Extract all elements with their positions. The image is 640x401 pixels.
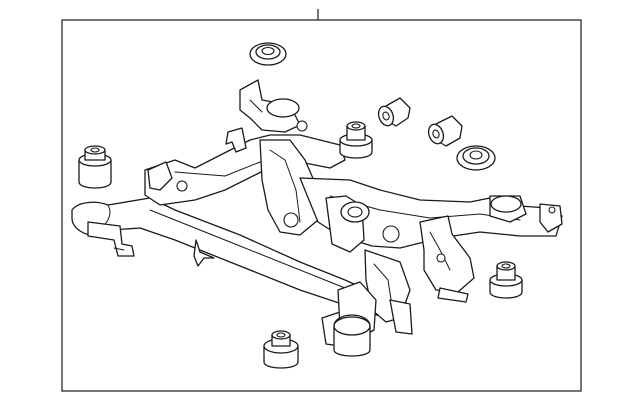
upper-mount-cushion: [249, 42, 287, 66]
upper-mount-cushion: [456, 145, 496, 171]
bushing: [263, 330, 299, 369]
lower-mount-cushion: [489, 261, 523, 299]
diagram-frame: [61, 19, 582, 392]
stopper-bushing: [377, 97, 411, 127]
bushing: [78, 145, 112, 189]
subframe-assembly: [71, 79, 563, 357]
lower-mount-cushion: [339, 121, 373, 159]
stopper-bushing: [427, 115, 463, 147]
